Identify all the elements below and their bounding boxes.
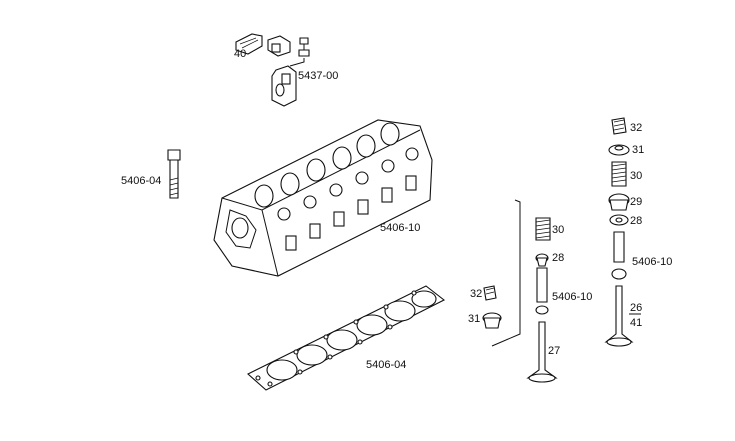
label-rh-valve-top: 26 (630, 302, 642, 314)
rh-retainer (608, 144, 630, 156)
label-rh-spring: 30 (630, 170, 642, 182)
lh-valve (526, 321, 558, 383)
label-rh-cap: 32 (630, 122, 642, 134)
label-rh-washer: 28 (630, 215, 642, 227)
cam-towers (254, 122, 419, 221)
label-rh-guide: 5406-10 (632, 256, 672, 268)
rocker-bracket-block (267, 35, 291, 57)
head-side-ports (285, 175, 417, 251)
label-rocker-group: 5437-00 (298, 70, 338, 82)
head-bolt (167, 149, 181, 199)
rocker-pedestal (271, 65, 297, 107)
rocker-leader (289, 58, 305, 67)
rh-washer (609, 214, 629, 226)
label-lh-spring: 30 (552, 224, 564, 236)
lh-valve-collar (535, 305, 549, 315)
lh-cap (483, 285, 497, 301)
rh-cap (611, 117, 627, 135)
label-rh-seat: 29 (630, 196, 642, 208)
lh-valve-spring (535, 217, 551, 241)
label-lh-valve: 27 (548, 345, 560, 357)
label-head-gasket: 5406-04 (366, 359, 406, 371)
lh-spring-seat (535, 253, 549, 267)
label-head-bolt: 5406-04 (121, 175, 161, 187)
rocker-clip (235, 33, 263, 55)
lh-valve-guide (536, 267, 548, 303)
label-rh-retainer: 31 (632, 144, 644, 156)
label-rh-valve-bottom: 41 (630, 317, 642, 329)
label-rocker-bracket: 40 (234, 48, 246, 60)
cylinder-head (213, 119, 433, 277)
rocker-screw (298, 37, 310, 57)
label-lh-seat: 28 (552, 252, 564, 264)
rh-valve (604, 285, 634, 347)
rh-valve-guide (613, 231, 625, 263)
rh-spring-seat (608, 193, 630, 211)
label-cylinder-head: 5406-10 (380, 222, 420, 234)
rh-spring (611, 161, 627, 187)
label-lh-guide: 5406-10 (552, 291, 592, 303)
label-lh-seal: 31 (468, 313, 480, 325)
lh-seal (482, 312, 502, 329)
label-lh-cap: 32 (470, 288, 482, 300)
lh-valve-leader (491, 199, 521, 347)
head-gasket (247, 285, 446, 391)
rh-valve-collar (611, 268, 627, 280)
